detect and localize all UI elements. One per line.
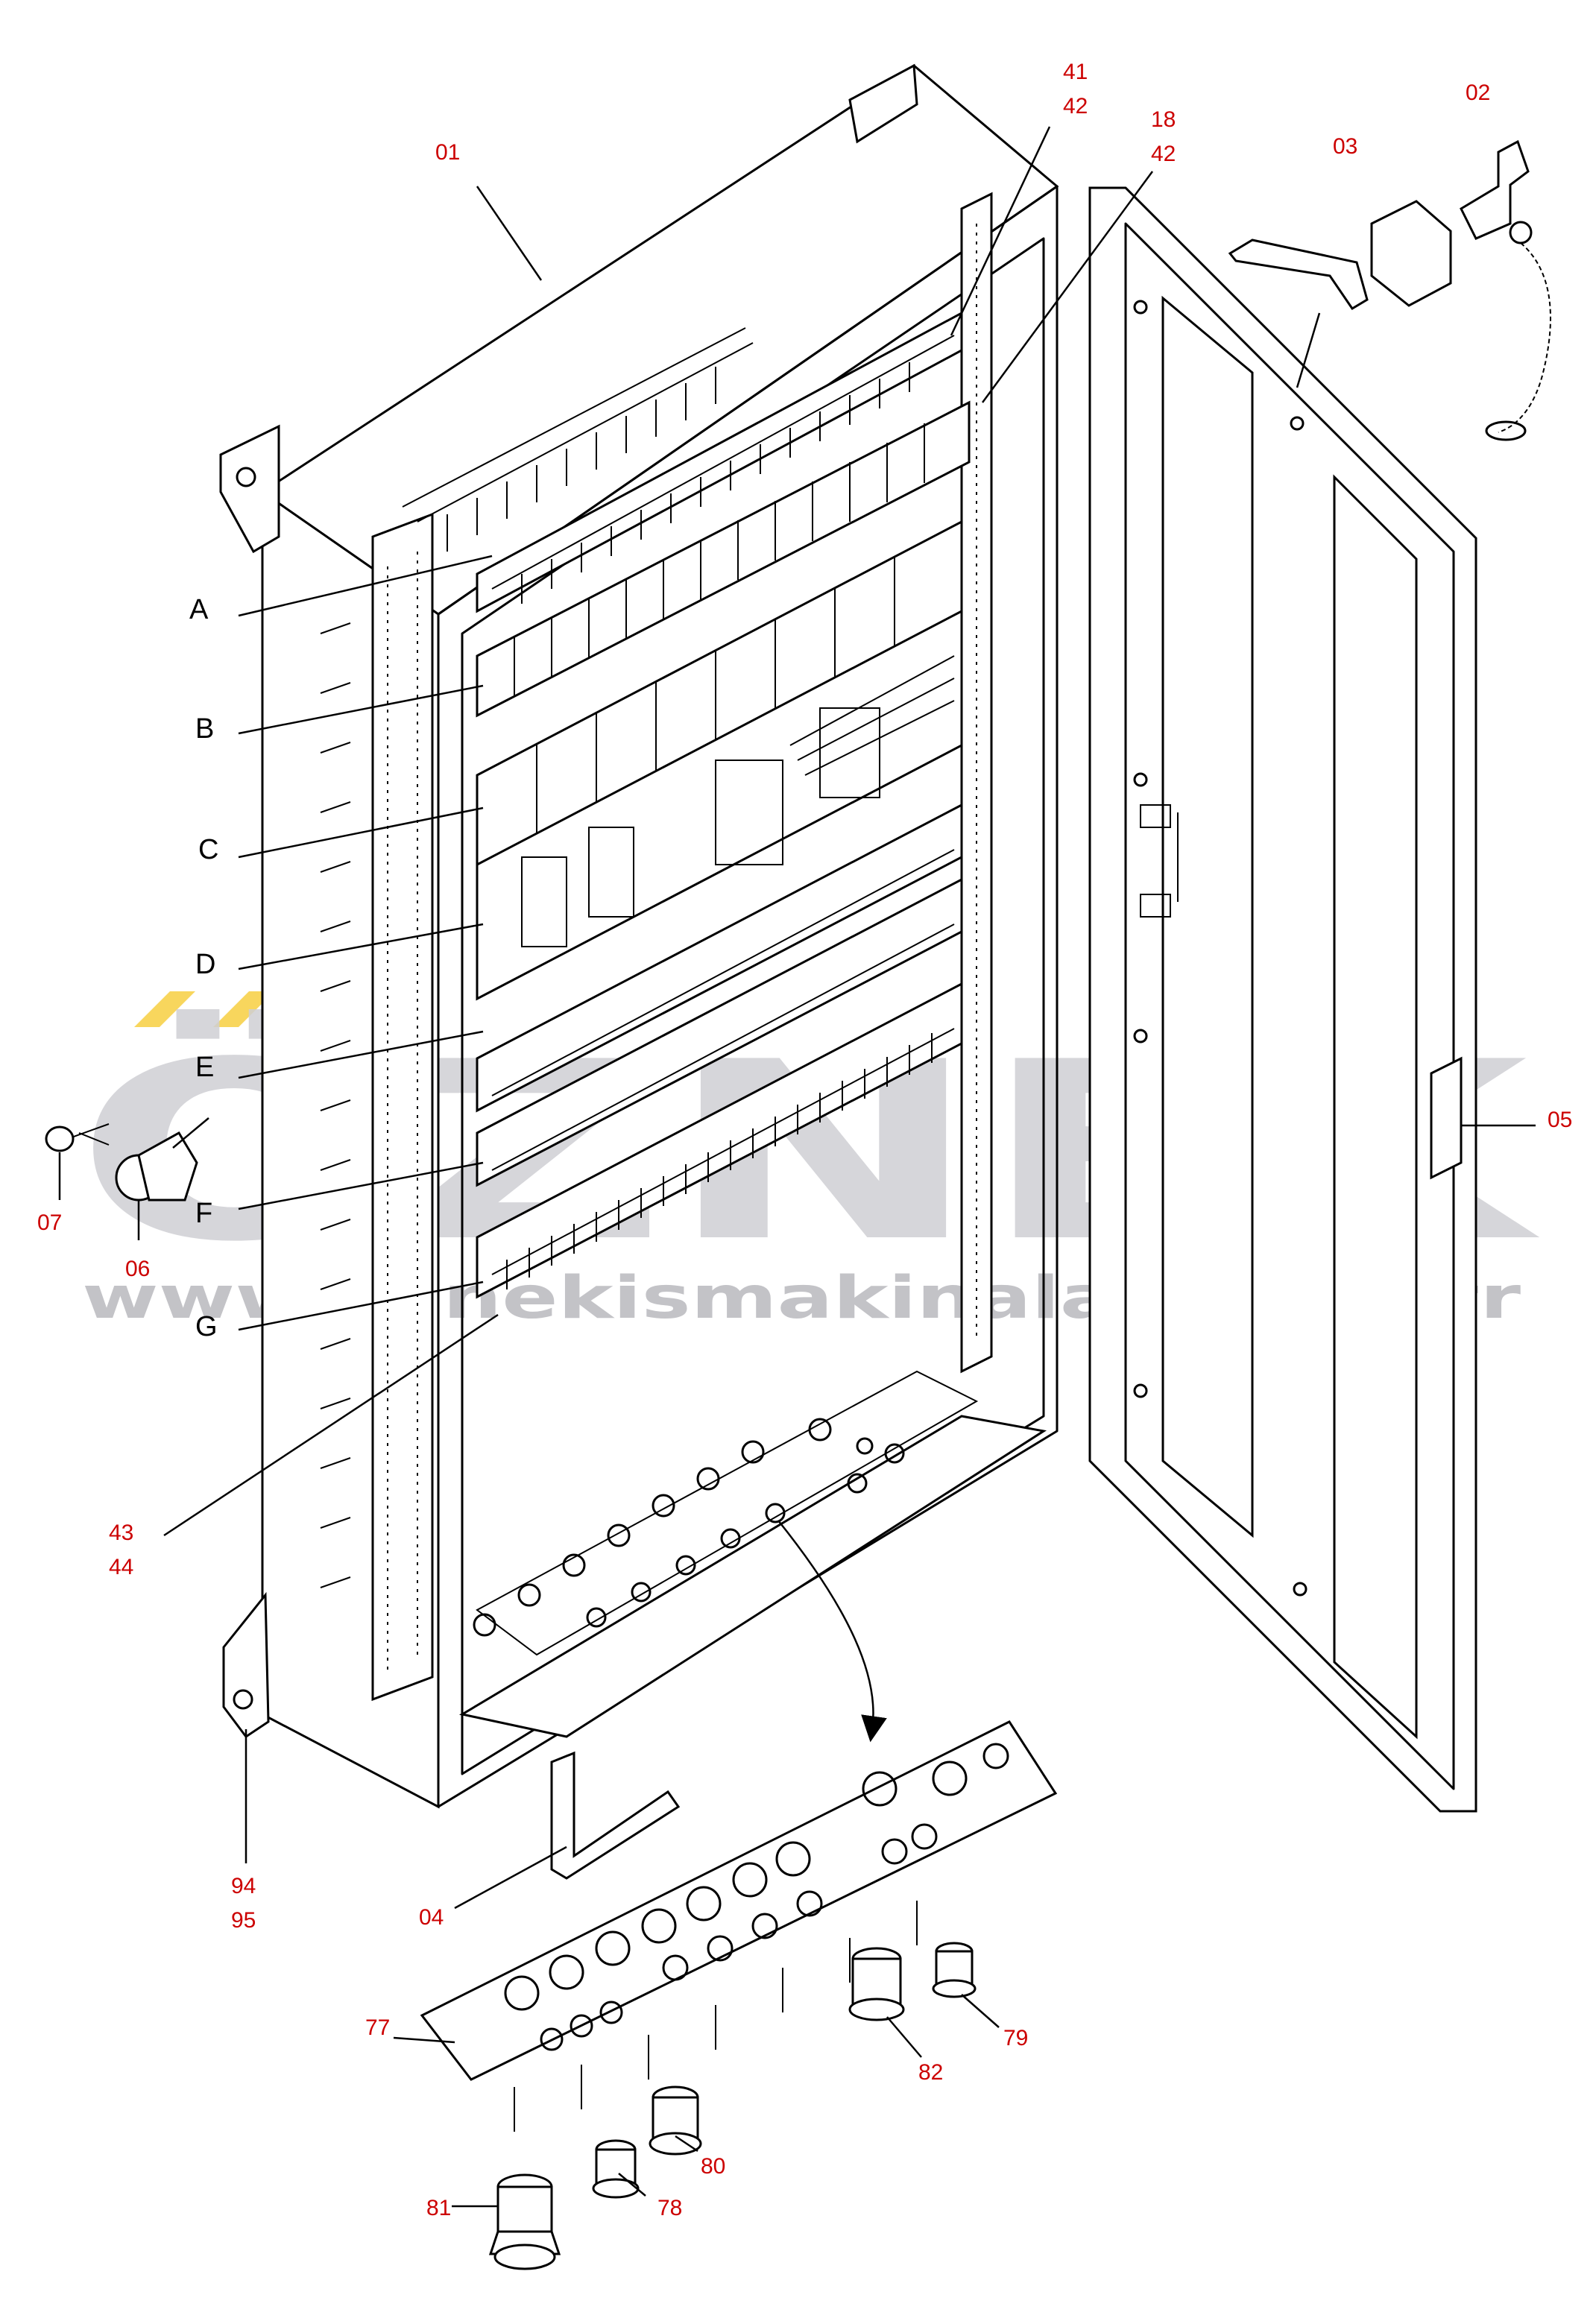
gland-78 [592,2139,640,2199]
callout-78: 78 [657,2196,682,2220]
cabinet-gland-plate [458,1370,1047,1738]
section-f: F [195,1198,212,1229]
watermark-accent-right [213,991,274,1027]
row-b-relays [476,400,971,718]
callout-05: 05 [1548,1108,1572,1132]
callout-42b: 42 [1151,142,1176,166]
key-with-chain [1460,139,1551,441]
callout-80: 80 [701,2154,725,2179]
callout-79: 79 [1003,2026,1028,2050]
leader-lines [58,126,1536,2208]
gland-80 [649,2085,702,2156]
row-d-modules [476,609,963,1001]
row-efg-terminals [476,803,963,1299]
crank-handle [1228,200,1452,388]
section-a: A [189,594,209,625]
gland-79 [932,1942,977,1998]
callout-18: 18 [1151,107,1176,132]
callout-82: 82 [918,2060,943,2085]
section-g: G [195,1311,218,1342]
section-c: C [198,834,218,865]
callout-07: 07 [37,1210,62,1235]
callout-41: 41 [1063,60,1088,84]
exploded-gland-plate [420,1720,1058,2132]
callout-03: 03 [1333,134,1357,159]
callout-42a: 42 [1063,94,1088,119]
callout-43: 43 [109,1521,133,1545]
door-latch [1430,1056,1463,1180]
cabinet-door [1088,139,1551,1813]
callout-labels: 01 41 42 18 42 03 02 05 07 06 43 44 94 9… [37,60,1572,2220]
callout-02: 02 [1466,80,1490,105]
section-b: B [195,713,214,745]
callout-06: 06 [125,1257,150,1281]
gland-82 [848,1947,905,2021]
callout-44: 44 [109,1555,133,1579]
callout-04: 04 [419,1905,444,1930]
section-d: D [195,949,215,980]
callout-94: 94 [231,1874,256,1898]
component-rows [402,311,1047,1738]
clamp-bracket [550,1751,681,1880]
gland-81 [488,2173,561,2270]
cable-glands [488,1942,977,2270]
callout-95: 95 [231,1908,256,1933]
callout-81: 81 [426,2196,451,2220]
row-a-din-rail [476,311,963,613]
watermark-accent-left [134,991,195,1027]
section-letters: A B C D E F G [189,594,218,1342]
callout-01: 01 [435,140,460,165]
section-e: E [195,1052,214,1083]
callout-77: 77 [365,2015,390,2040]
